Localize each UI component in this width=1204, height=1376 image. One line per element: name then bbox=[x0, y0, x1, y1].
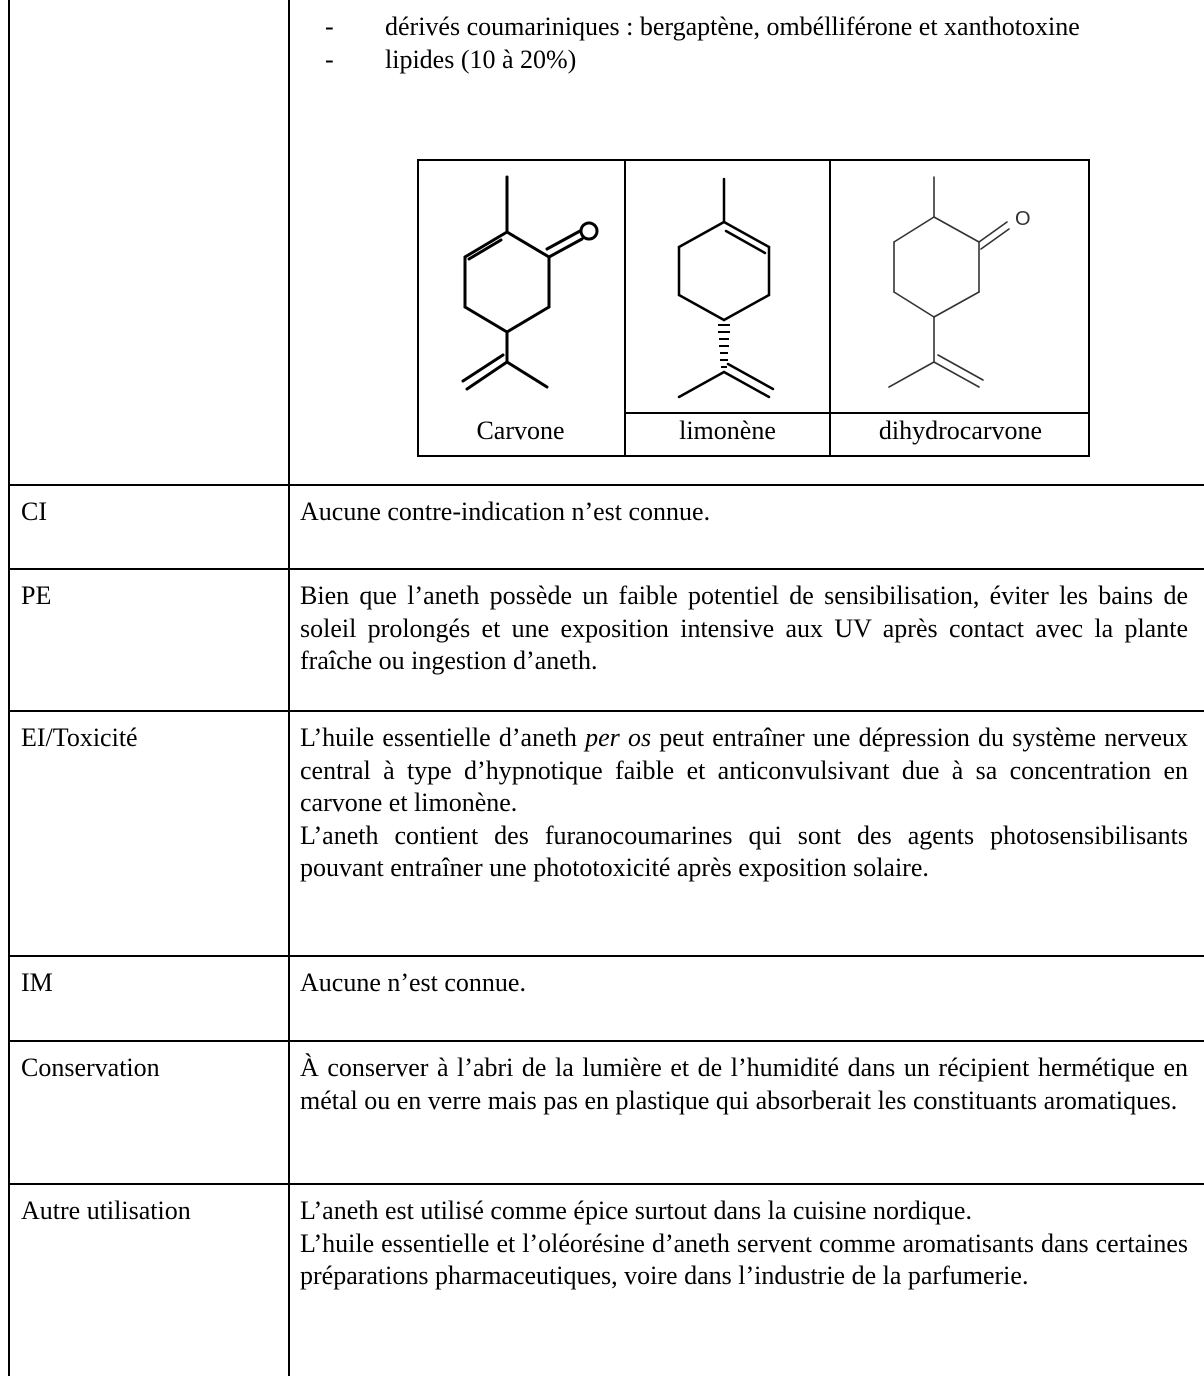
list-marker: - bbox=[325, 45, 334, 74]
carvone-structure-icon bbox=[461, 175, 599, 391]
row-label: PE bbox=[21, 581, 52, 610]
row-content-text: À conserver à l’abri de la lumière et de… bbox=[300, 1053, 1188, 1115]
row-content-paragraph: L’huile essentielle et l’oléorésine d’an… bbox=[300, 1228, 1188, 1291]
list-marker: - bbox=[325, 12, 334, 41]
list-item-text: dérivés coumariniques : bergaptène, ombé… bbox=[385, 12, 1080, 41]
molecule-name: limonène bbox=[679, 416, 776, 445]
list-item: - lipides (10 à 20%) bbox=[325, 43, 1185, 76]
row-label: Conservation bbox=[21, 1053, 160, 1082]
row-content: Aucune n’est connue. bbox=[300, 967, 1188, 1000]
limonene-structure-icon bbox=[677, 177, 775, 399]
row-label: EI/Toxicité bbox=[21, 723, 138, 752]
row-divider bbox=[8, 568, 1204, 570]
row-content-paragraph: L’aneth contient des furanocoumarines qu… bbox=[300, 820, 1188, 883]
row-divider bbox=[8, 1183, 1204, 1185]
molecule-table-border bbox=[417, 159, 1090, 457]
row-divider bbox=[8, 710, 1204, 712]
row-content-text: Bien que l’aneth possède un faible poten… bbox=[300, 581, 1188, 675]
caption-divider bbox=[624, 412, 1090, 414]
row-divider bbox=[8, 1040, 1204, 1042]
row-content: L’huile essentielle d’aneth per os peut … bbox=[300, 722, 1188, 885]
row-label: CI bbox=[21, 497, 47, 526]
row-divider bbox=[8, 484, 1204, 486]
molecule-structures-table: O Carvone limonène dihydrocarvone bbox=[417, 159, 1090, 457]
row-content-paragraph: L’aneth est utilisé comme épice surtout … bbox=[300, 1196, 972, 1225]
molecule-column-divider bbox=[829, 159, 831, 457]
text-run: peut entraîner une dépression du système… bbox=[300, 723, 1188, 817]
table-left-border bbox=[8, 0, 10, 1376]
row-content-text: Aucune contre-indication n’est connue. bbox=[300, 497, 711, 526]
row-divider bbox=[8, 955, 1204, 957]
row-label: Autre utilisation bbox=[21, 1196, 191, 1225]
text-run: L’huile essentielle d’aneth bbox=[300, 723, 586, 752]
row-content-paragraph: L’huile essentielle d’aneth per os peut … bbox=[300, 722, 1188, 820]
molecule-column-divider bbox=[624, 159, 626, 457]
italic-term: per os bbox=[585, 723, 652, 752]
row-content-text: Aucune n’est connue. bbox=[300, 968, 526, 997]
table-column-divider bbox=[288, 0, 290, 1376]
list-item-text: lipides (10 à 20%) bbox=[385, 45, 577, 74]
row-content: À conserver à l’abri de la lumière et de… bbox=[300, 1052, 1188, 1117]
row-label: IM bbox=[21, 968, 53, 997]
oxygen-atom-label: O bbox=[1015, 208, 1031, 230]
constituents-list: - dérivés coumariniques : bergaptène, om… bbox=[325, 10, 1185, 76]
dihydrocarvone-structure-icon: O bbox=[888, 176, 1031, 388]
row-content: L’aneth est utilisé comme épice surtout … bbox=[300, 1195, 1188, 1293]
row-content: Bien que l’aneth possède un faible poten… bbox=[300, 580, 1188, 678]
row-content: Aucune contre-indication n’est connue. bbox=[300, 496, 1188, 529]
molecule-name: dihydrocarvone bbox=[878, 416, 1043, 445]
list-item: - dérivés coumariniques : bergaptène, om… bbox=[325, 10, 1185, 43]
molecule-name: Carvone bbox=[476, 416, 565, 445]
